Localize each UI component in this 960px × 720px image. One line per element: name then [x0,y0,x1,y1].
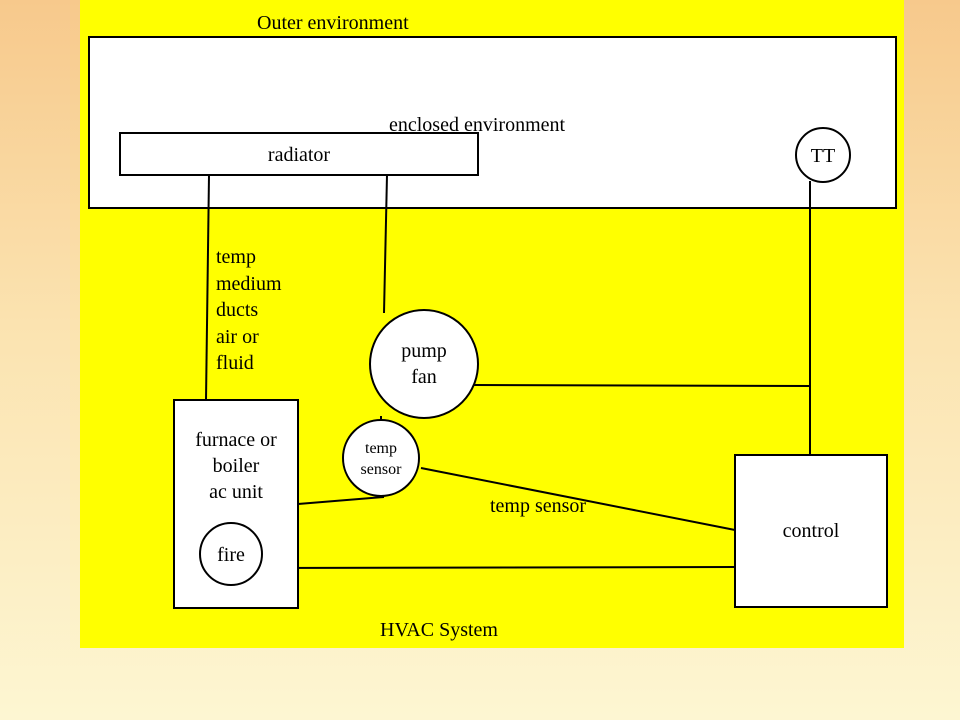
pump-label: pump [401,340,447,362]
temp-sensor-line-label: temp sensor [490,495,586,517]
enclosed-environment-box [88,36,897,209]
sensor-to-control-line [420,467,736,531]
control-box [734,454,888,608]
radiator-label: radiator [268,144,331,166]
temp-sensor-circle [342,419,420,497]
medium-label-line: air or [216,326,259,348]
pump-fan-circle [369,309,479,419]
furnace-label-line: ac unit [209,481,263,503]
furnace-label-line: furnace or [195,429,277,451]
furnace-label-line: boiler [213,455,260,477]
fan-label: fan [411,366,437,388]
fire-to-control-line [261,566,736,569]
hvac-system-label: HVAC System [380,619,498,641]
radiator-to-furnace-line [205,174,210,401]
temp-sensor-circle-label: sensor [361,461,403,478]
medium-label-line: fluid [216,352,254,374]
furnace-to-sensor-line [297,496,385,505]
fire-label: fire [217,544,245,566]
fire-circle [199,522,263,586]
pump-to-control-line [473,384,811,387]
tt-circle [795,127,851,183]
tt-label: TT [811,145,835,167]
outer-environment-label: Outer environment [257,12,409,34]
radiator-box [119,132,479,176]
enclosed-environment-label: enclosed environment [389,114,565,136]
temp-sensor-circle-label: temp [365,440,397,457]
control-label: control [783,520,840,542]
radiator-to-pump-line [383,174,388,314]
medium-label-line: ducts [216,299,258,321]
medium-label-line: medium [216,273,282,295]
connection-lines [205,174,811,569]
medium-label-line: temp [216,246,256,268]
medium-label: temp medium ducts air or fluid [216,246,282,374]
